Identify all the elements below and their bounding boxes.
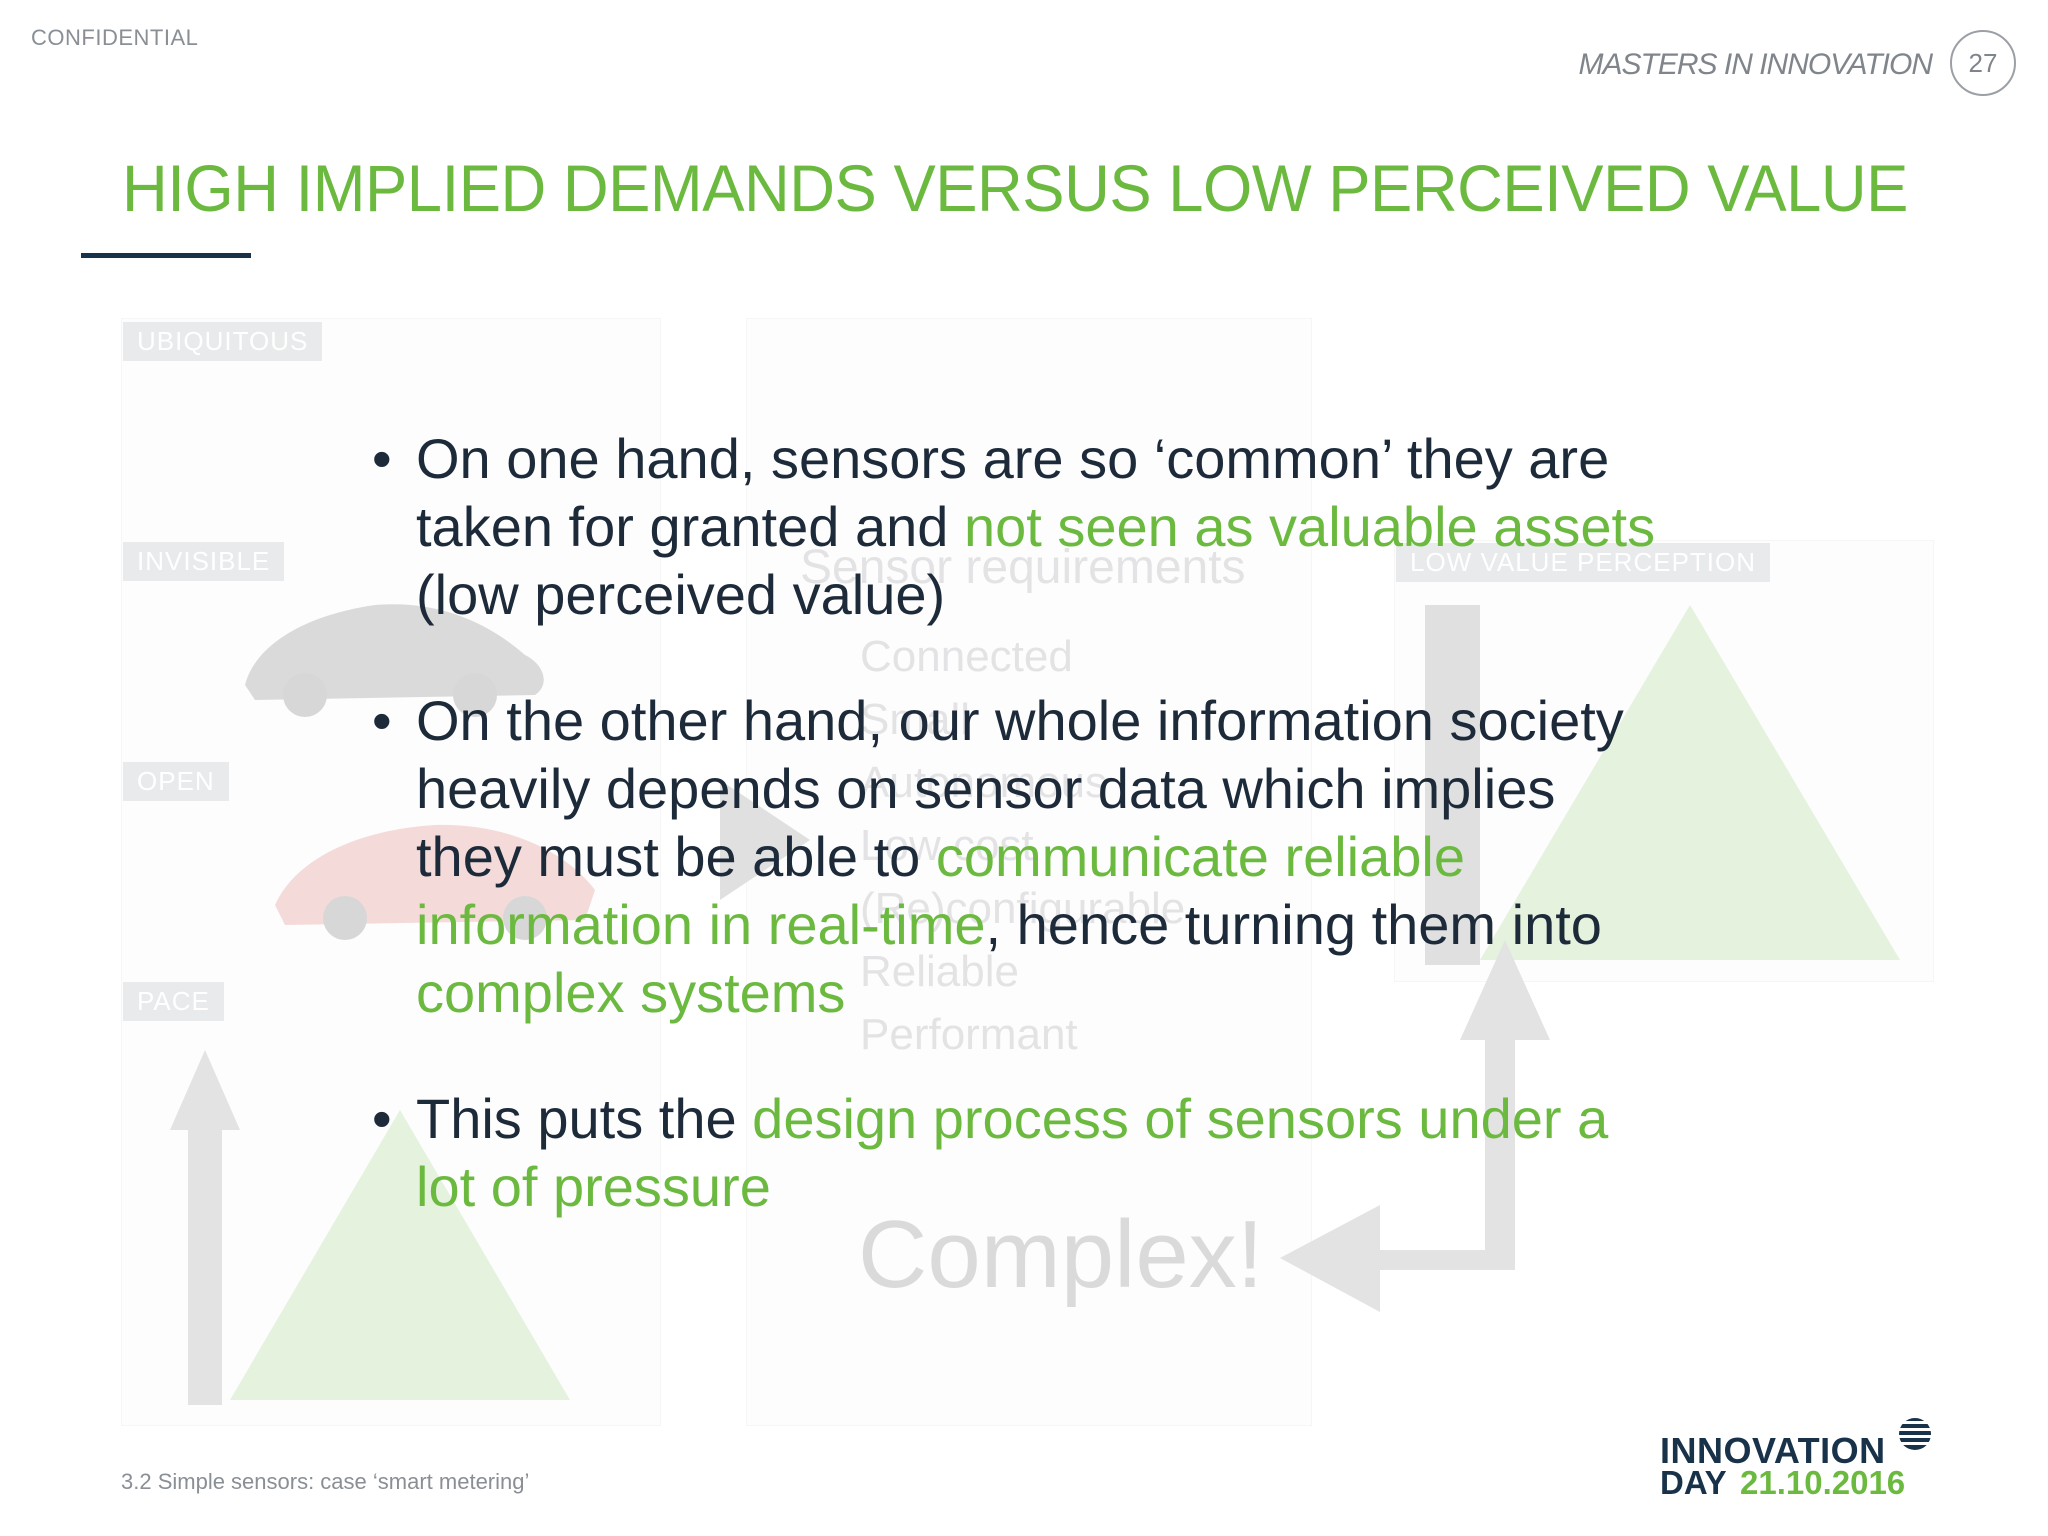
bullet-highlight: design process of sensors under a lot of… — [416, 1087, 1609, 1218]
page-number: 27 — [1950, 30, 2016, 96]
bullet-item: On the other hand, our whole information… — [372, 687, 1672, 1027]
bg-label-invisible: INVISIBLE — [123, 542, 285, 581]
bg-label-pace: PACE — [123, 982, 224, 1021]
bullet-highlight: not seen as valuable assets — [963, 495, 1656, 558]
bullet-text: , hence turning them into — [985, 893, 1602, 956]
bullet-item: On one hand, sensors are so ‘common’ the… — [372, 425, 1672, 629]
bullet-text: On the other hand, our whole information… — [416, 689, 1624, 888]
bullet-highlight: communicate reliable information in real… — [416, 825, 1465, 956]
innovation-day-logo: INNOVATION DAY 21.10.2016 — [1660, 1412, 1940, 1502]
bg-label-open: OPEN — [123, 762, 229, 801]
logo-word: INNOVATION — [1660, 1430, 1886, 1471]
globe-icon — [1898, 1418, 1932, 1450]
logo-date: 21.10.2016 — [1740, 1464, 1906, 1501]
bg-label-ubiquitous: UBIQUITOUS — [123, 322, 323, 361]
masters-in-innovation-label: MASTERS IN INNOVATION — [1578, 48, 1933, 81]
bullet-item: This puts the design process of sensors … — [372, 1085, 1672, 1221]
logo-day: DAY — [1660, 1464, 1727, 1501]
bullet-list: On one hand, sensors are so ‘common’ the… — [372, 425, 1672, 1279]
bullet-text: (low perceived value) — [416, 563, 946, 626]
title-underline — [81, 253, 251, 258]
bullet-highlight: complex systems — [416, 961, 846, 1024]
bullet-text: This puts the — [416, 1087, 753, 1150]
bullet-text: On one hand, sensors are so ‘common’ the… — [416, 427, 1610, 558]
confidential-label: CONFIDENTIAL — [31, 25, 199, 50]
footer-caption: 3.2 Simple sensors: case ‘smart metering… — [121, 1469, 530, 1494]
slide-title: HIGH IMPLIED DEMANDS VERSUS LOW PERCEIVE… — [122, 151, 1908, 225]
